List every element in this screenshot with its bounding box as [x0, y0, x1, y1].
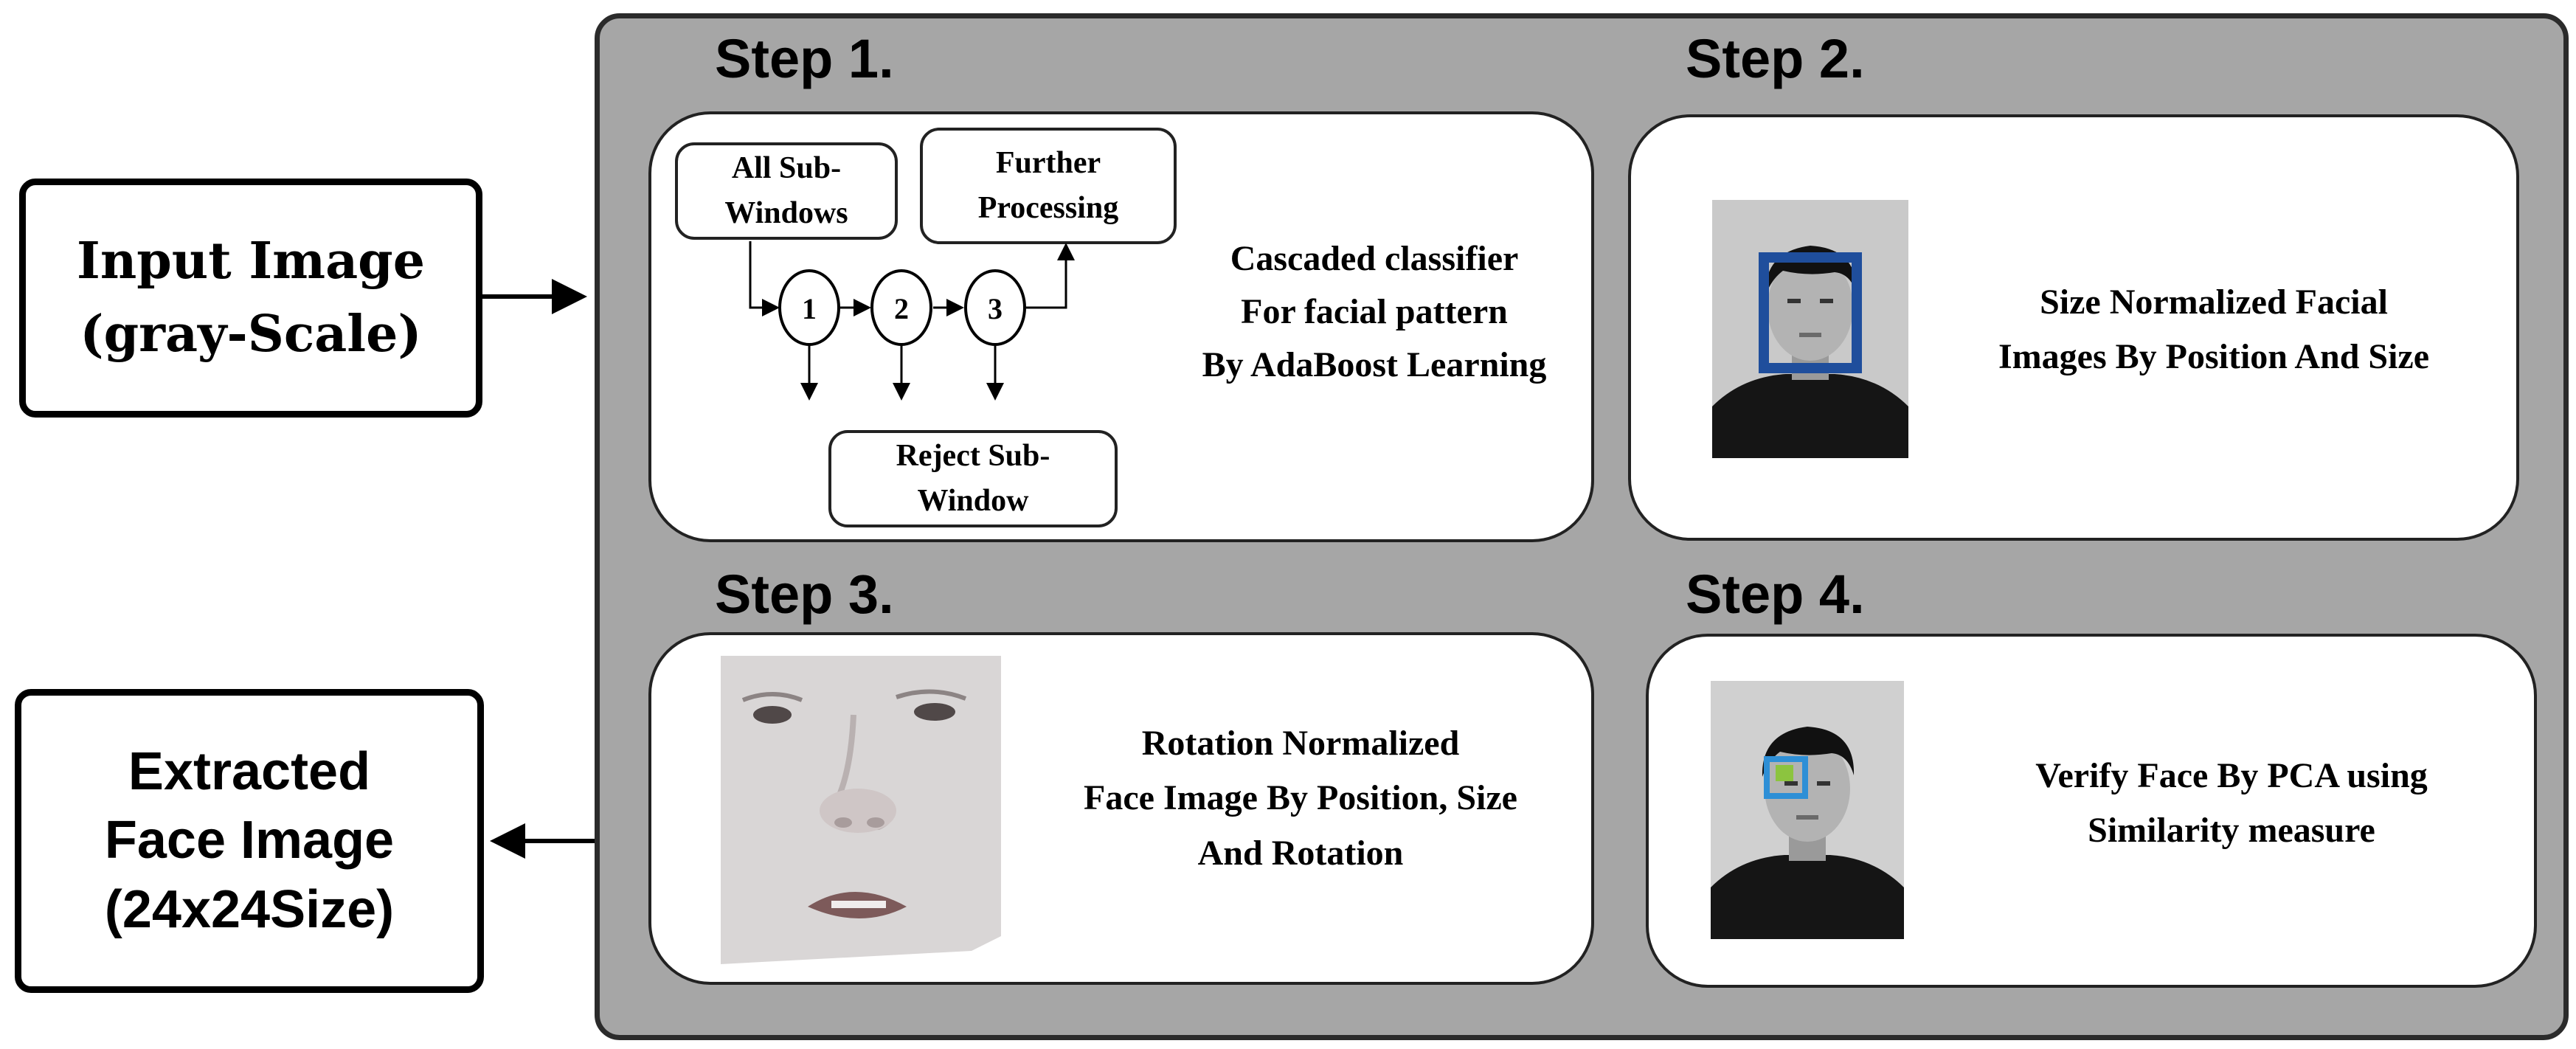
classifier-node-1-label: 1 [802, 292, 817, 325]
output-box-line2: Face Image [104, 811, 395, 870]
classifier-node-1 [778, 269, 840, 346]
reject-subwindow-box: Reject Sub- Window [828, 430, 1118, 527]
face-detection-box [1759, 252, 1862, 373]
output-box-line1: Extracted [128, 741, 371, 801]
classifier-node-3-label: 3 [988, 292, 1003, 325]
step3-label: Step 3. [715, 564, 894, 625]
step2-label: Step 2. [1686, 28, 1865, 89]
input-box-line1: Input Image [77, 232, 425, 291]
step3-description: Rotation Normalized Face Image By Positi… [1084, 724, 1517, 873]
step1-label: Step 1. [715, 28, 894, 89]
step3-panel: Rotation Normalized Face Image By Positi… [648, 632, 1594, 985]
cascade-flow: 1 2 3 [749, 241, 1075, 401]
further-connector [1026, 243, 1075, 309]
step2-description: Size Normalized Facial Images By Positio… [1998, 283, 2430, 377]
step4-label: Step 4. [1686, 564, 1865, 625]
classifier-node-2-label: 2 [894, 292, 909, 325]
verify-mark [1776, 765, 1793, 781]
output-box-line3: (24x24Size) [104, 879, 395, 939]
classifier-node-3 [964, 269, 1026, 346]
verify-box [1764, 756, 1808, 799]
input-box-line2: (gray-Scale) [80, 305, 422, 364]
classifier-node-2 [870, 269, 932, 346]
step2-panel: Size Normalized Facial Images By Positio… [1628, 114, 2519, 541]
step1-description: Cascaded classifier For facial pattern B… [1202, 239, 1547, 384]
start-connector [749, 241, 780, 316]
further-processing-box: Further Processing [920, 128, 1177, 244]
step4-panel: Verify Face By PCA using Similarity meas… [1646, 634, 2537, 988]
rotation-normalized-face [721, 656, 1001, 964]
step1-panel: All Sub- Windows Further Processing Reje… [648, 111, 1594, 542]
verify-face-photo [1711, 681, 1904, 939]
step4-description: Verify Face By PCA using Similarity meas… [2035, 756, 2428, 851]
input-face-photo [1712, 200, 1908, 458]
input-image-box: Input Image (gray-Scale) [19, 179, 482, 418]
steps-container: Step 1. Step 2. Step 3. Step 4. All Sub-… [595, 13, 2569, 1040]
all-subwindows-box: All Sub- Windows [675, 142, 898, 240]
extracted-face-box: Extracted Face Image (24x24Size) [15, 689, 484, 993]
